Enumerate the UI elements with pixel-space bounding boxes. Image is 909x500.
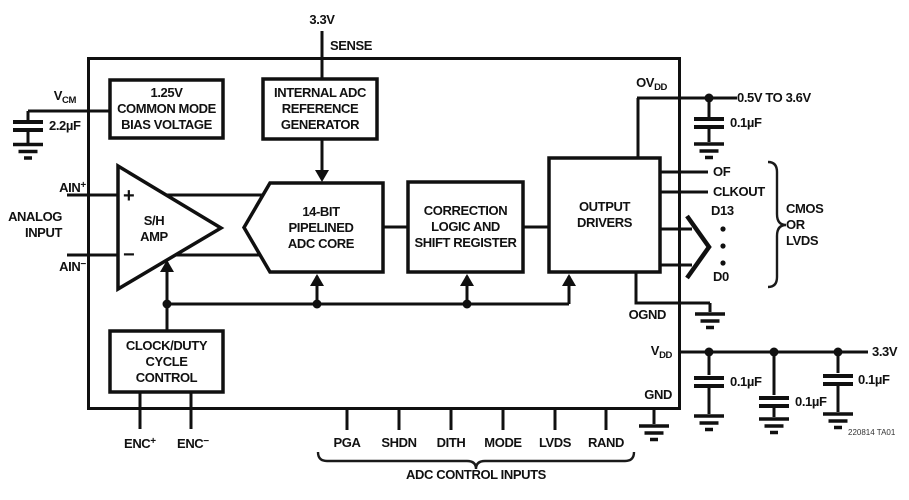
arrowheads [160,170,576,286]
dith-pin-label: DITH [436,435,466,450]
sh-amp-triangle [116,162,225,293]
ovdd-capacitor-icon [694,117,724,129]
ovdd-range-label: 0.5V TO 3.6V [737,90,811,105]
lvds-pin-label: LVDS [538,435,572,450]
vcm-cap-value: 2.2µF [49,118,81,133]
vdd-cap3-value: 0.1µF [858,372,890,387]
control-inputs-caption: ADC CONTROL INPUTS [406,467,546,482]
sh-amp-minus-sign: − [123,244,135,266]
refgen-block-box [261,77,379,141]
outputs-brace-icon [767,160,787,289]
sense-pin-label: SENSE [330,38,373,53]
mode-pin-label: MODE [484,435,522,450]
gnd-pin-label: GND [644,387,672,402]
data-bus-arrow-icon [685,214,712,280]
enc-plus-pin-label: ENC+ [124,436,156,451]
ain-plus-pin-label: AIN+ [59,180,86,195]
bus-ellipsis-dots [720,226,726,266]
vdd-cap1-value: 0.1µF [730,374,762,389]
drivers-block-box [547,156,662,274]
correction-block-box [406,180,525,274]
chip-outline [87,57,681,410]
ognd-pin-label: OGND [628,307,667,322]
ovdd-pin-label: OVDD [636,75,667,93]
vdd-capacitor1-icon [694,376,724,388]
vdd-ground2-icon [759,417,789,435]
adc-core-shape [241,181,385,274]
bus-mode-label: CMOS OR LVDS [786,201,824,248]
clock-bus [165,262,571,331]
vcm-ground-icon [13,142,43,160]
vdd-capacitor2-icon [759,396,789,408]
enc-minus-pin-label: ENC− [177,436,209,451]
shdn-pin-label: SHDN [381,435,417,450]
vdd-capacitor3-icon [823,374,853,386]
refgen-arrowhead-icon [315,170,329,182]
sh-amp-plus-sign: + [123,185,135,207]
control-input-stubs [345,409,608,430]
gnd-ground-icon [639,424,669,442]
clock-to-core-arrowhead-icon [310,274,324,286]
vdd-pin-label: VDD [650,343,673,361]
ovdd-cap-value: 0.1µF [730,115,762,130]
vdd-cap2-value: 0.1µF [795,394,827,409]
clock-to-drivers-arrowhead-icon [562,274,576,286]
data-bus-wires [660,227,692,267]
vdd-rail-label: 3.3V [872,344,898,359]
rand-pin-label: RAND [588,435,624,450]
vcm-capacitor-icon [13,120,43,132]
top-rail-label: 3.3V [309,12,335,27]
vdd-ground1-icon [694,414,724,432]
clock-to-amp-arrowhead-icon [160,260,174,272]
junction-dots [162,93,843,357]
pga-pin-label: PGA [333,435,361,450]
ognd-ground-icon [695,312,725,330]
figure-note: 220814 TA01 [848,428,896,437]
ognd-wire [634,272,712,312]
enc-stubs [138,392,193,429]
of-pin-label: OF [713,164,731,179]
analog-input-label: ANALOG INPUT [8,209,62,240]
d13-pin-label: D13 [711,203,734,218]
ovdd-ground-icon [694,142,724,160]
vcm-pin-label: VCM [53,88,77,106]
clkout-pin-label: CLKOUT [713,184,765,199]
clock-to-correction-arrowhead-icon [460,274,474,286]
bias-block-box [108,78,225,140]
d0-pin-label: D0 [713,269,729,284]
control-inputs-brace-icon [316,451,636,470]
ain-minus-pin-label: AIN− [59,259,86,274]
ovdd-wire [636,96,737,158]
vdd-ground3-icon [823,412,853,430]
clock-block-box [108,329,225,394]
